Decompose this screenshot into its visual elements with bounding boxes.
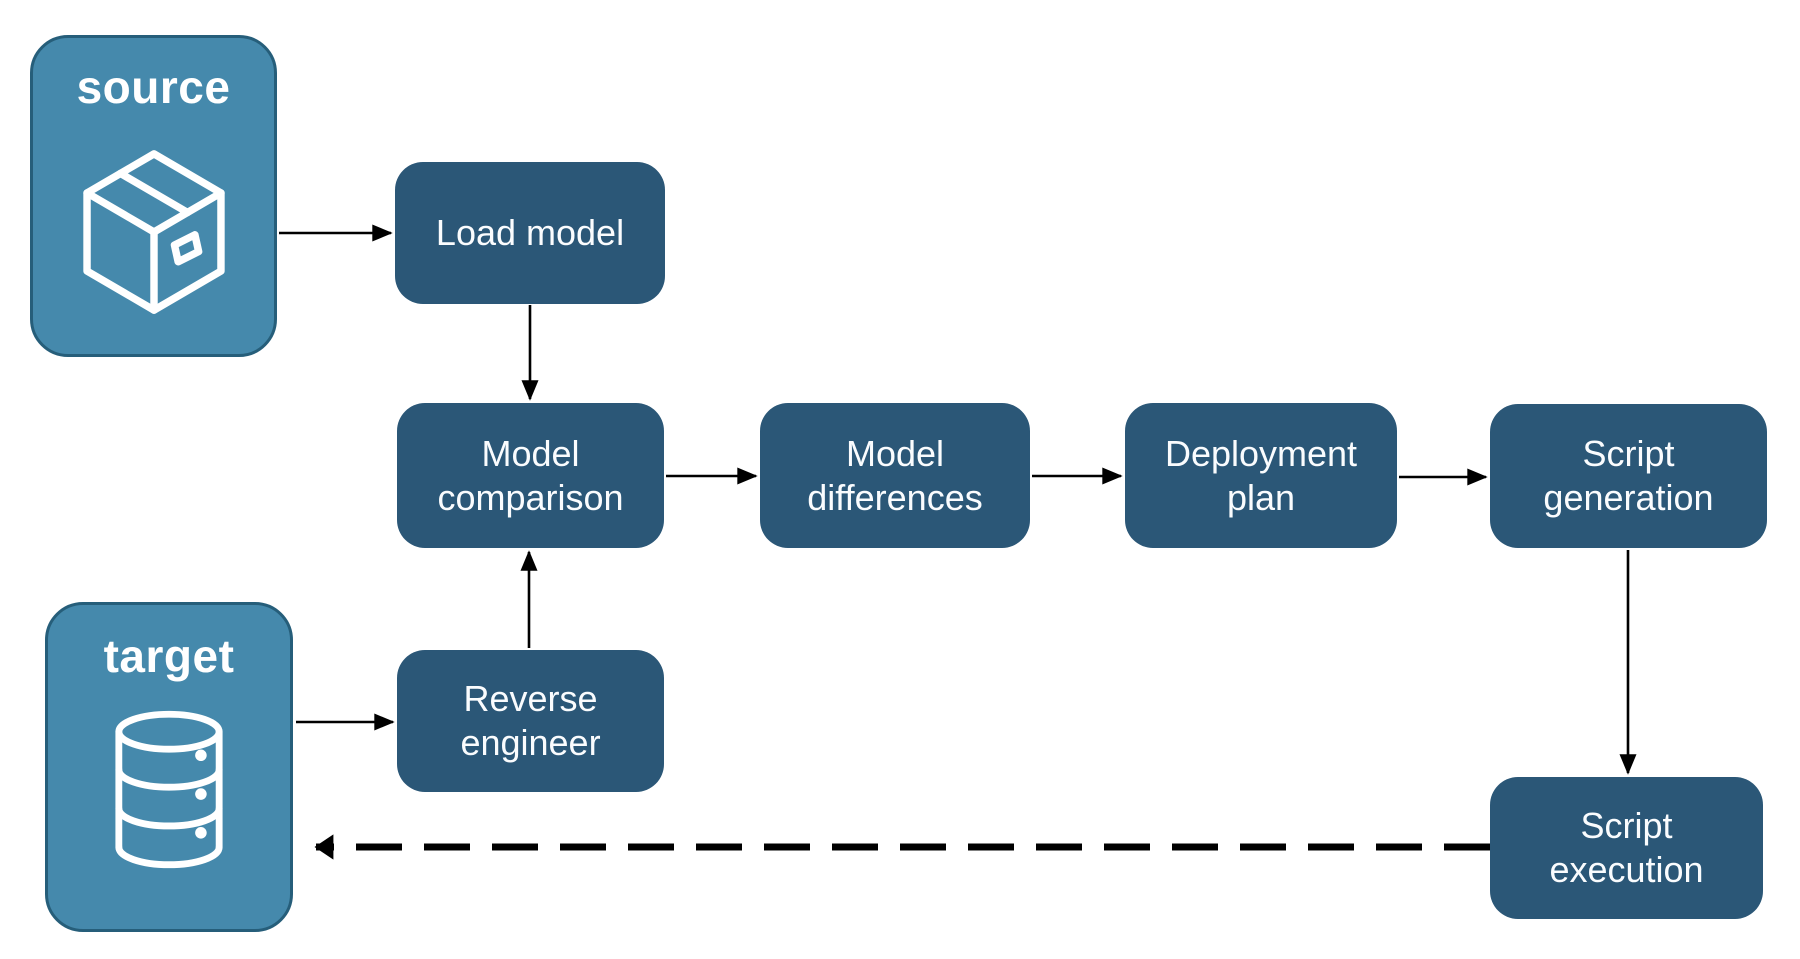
node-label: Deployment plan <box>1164 432 1358 518</box>
node-deployment-plan: Deployment plan <box>1125 403 1397 548</box>
node-label: Load model <box>435 212 625 254</box>
entity-target: target <box>45 602 293 932</box>
node-label: Model comparison <box>437 432 624 518</box>
node-label: Script generation <box>1543 433 1714 518</box>
node-script-execution: Script execution <box>1490 777 1763 919</box>
entity-source: source <box>30 35 277 357</box>
node-script-generation: Script generation <box>1490 404 1767 548</box>
node-label: Script execution <box>1549 805 1704 890</box>
node-model-differences: Model differences <box>760 403 1030 548</box>
target-title: target <box>103 630 235 682</box>
database-icon <box>115 710 223 868</box>
node-reverse-engineer: Reverse engineer <box>397 650 664 792</box>
node-load-model: Load model <box>395 162 665 304</box>
node-model-comparison: Model comparison <box>397 403 664 548</box>
source-title: source <box>76 61 231 113</box>
node-label: Reverse engineer <box>460 678 601 763</box>
package-icon <box>82 149 225 314</box>
node-label: Model differences <box>807 432 983 518</box>
